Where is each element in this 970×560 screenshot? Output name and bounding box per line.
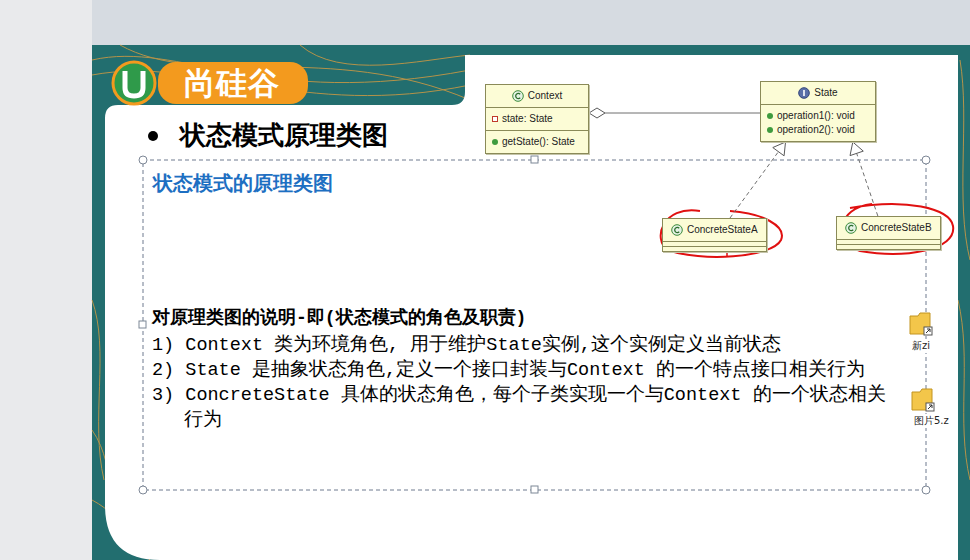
logo-u-mark <box>125 71 143 96</box>
note-heading: 对原理类图的说明-即(状态模式的角色及职责) <box>152 306 900 331</box>
attribute-text: state: State <box>502 112 553 126</box>
class-compartment: operation1(): voidoperation2(): void <box>761 104 875 141</box>
realization-line <box>730 152 778 218</box>
realization-triangle <box>773 142 786 156</box>
class-name: Context <box>528 89 562 103</box>
logo-badge <box>113 62 155 104</box>
selection-frame <box>143 160 926 490</box>
member-row: state: State <box>492 112 582 126</box>
class-icon <box>512 90 524 102</box>
uml-class-box: Context state: State getState(): State <box>485 84 589 154</box>
public-marker <box>767 113 773 119</box>
note-block: 对原理类图的说明-即(状态模式的角色及职责)1) Context 类为环境角色,… <box>152 306 900 433</box>
member-row: ConcreteStateA <box>687 223 758 237</box>
class-header: ConcreteStateA <box>663 219 766 241</box>
uml-class-box: ConcreteStateA <box>662 218 767 252</box>
class-icon <box>845 222 857 234</box>
private-marker <box>492 116 498 122</box>
class-compartment <box>663 246 766 251</box>
class-name: ConcreteStateA <box>687 223 758 237</box>
member-row: operation1(): void <box>767 109 869 123</box>
slide-white-area <box>105 55 958 560</box>
logo-text: 尚硅谷 <box>158 62 306 104</box>
red-loop <box>661 210 782 257</box>
note-item: 3) ConcreteState 具体的状态角色，每个子类实现一个与Contex… <box>152 383 900 433</box>
member-row: ConcreteStateB <box>861 221 932 235</box>
swirl-lines <box>92 45 970 560</box>
class-icon <box>671 224 683 236</box>
operation-text: getState(): State <box>502 135 575 149</box>
class-header: ConcreteStateB <box>837 217 940 239</box>
operation-text: operation2(): void <box>777 123 855 137</box>
note-item: 2) State 是抽象状态角色,定义一个接口封装与Context 的一个特点接… <box>152 358 900 383</box>
member-row: Context <box>528 89 562 103</box>
note-item: 1) Context 类为环境角色, 用于维护State实例,这个实例定义当前状… <box>152 333 900 358</box>
logo-pill <box>158 62 308 104</box>
realization-line <box>857 153 878 216</box>
uml-class-box: ConcreteStateB <box>836 216 941 250</box>
class-name: ConcreteStateB <box>861 221 932 235</box>
uml-class-box: State operation1(): voidoperation2(): voi… <box>760 81 876 142</box>
member-row: getState(): State <box>492 135 582 149</box>
public-marker <box>492 139 498 145</box>
class-compartment: getState(): State <box>486 130 588 153</box>
member-row: operation2(): void <box>767 123 869 137</box>
public-marker <box>767 127 773 133</box>
file-icon-label: 新zi <box>911 339 931 353</box>
member-row: State <box>814 86 837 100</box>
slide-shadow <box>96 49 970 560</box>
class-compartment <box>837 244 940 249</box>
class-header: State <box>761 82 875 104</box>
subtitle: 状态模式的原理类图 <box>153 170 333 197</box>
thumbnail-pane <box>0 0 92 560</box>
selection-handles <box>139 156 930 494</box>
class-compartment: state: State <box>486 107 588 130</box>
slide-teal <box>92 45 970 560</box>
file-icon-label: 图片5.z <box>913 414 950 428</box>
realization-triangle <box>850 142 863 156</box>
slide-title: 状态模式原理类图 <box>180 118 388 153</box>
interface-icon <box>798 87 810 99</box>
operation-text: operation1(): void <box>777 109 855 123</box>
bullet <box>148 131 158 141</box>
file-icons <box>910 313 934 411</box>
class-name: State <box>814 86 837 100</box>
class-header: Context <box>486 85 588 107</box>
aggregation-line <box>605 113 760 114</box>
aggregation-diamond <box>589 108 605 118</box>
